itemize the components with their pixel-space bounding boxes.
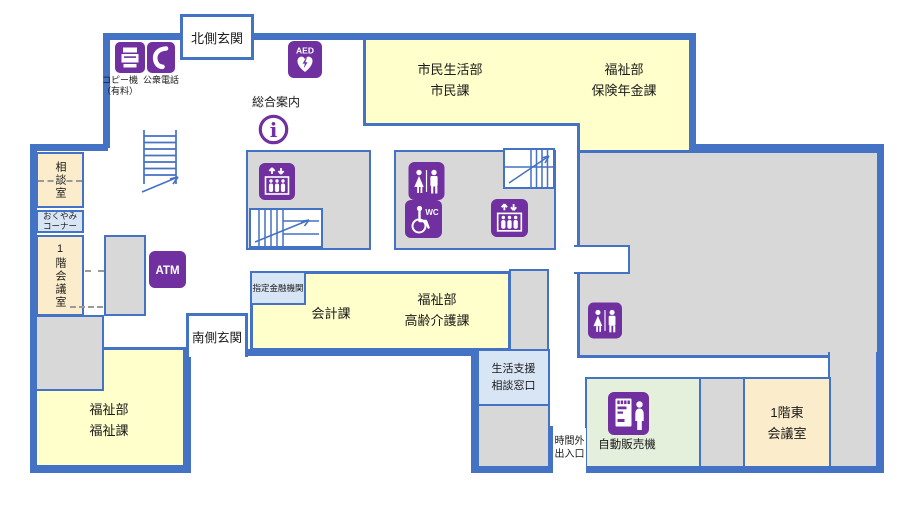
room-label-elderly-care: 福祉部 高齢介護課	[404, 292, 470, 328]
gray-cell-mid	[509, 269, 549, 351]
wall-segment	[103, 33, 110, 148]
wall-segment	[185, 349, 191, 473]
public-phone-caption: 公衆電話	[142, 75, 179, 85]
stairs-icon	[503, 148, 555, 189]
restroom-icon	[408, 162, 445, 200]
south-entrance-box: 南側玄関	[186, 313, 248, 357]
general-info-caption: 総合案内	[251, 95, 300, 109]
wall-segment	[185, 349, 477, 356]
wall-segment	[30, 144, 37, 473]
room-life-support: 生活支援 相談窓口	[477, 349, 550, 406]
room-label-meeting-1f: 1階会議室	[54, 242, 66, 309]
after-hours-exit-box: 時間外 出入口	[553, 428, 586, 468]
label-designated-bank: 指定金融機関	[252, 283, 304, 293]
gray-cell-under-life-support	[477, 404, 550, 468]
hall-notch	[574, 245, 630, 274]
svg-text:ATM: ATM	[155, 265, 179, 277]
gray-cell-bottom	[699, 377, 745, 468]
north-entrance-box: 北側玄関	[180, 14, 254, 60]
wall-segment	[363, 123, 580, 126]
copier-caption: コピー機 （有料）	[101, 75, 138, 96]
wall-segment	[471, 466, 551, 473]
wall-segment	[689, 33, 696, 151]
accessible-wc-icon: WC	[405, 200, 442, 238]
room-east-meeting-1f: 1階東 会議室	[743, 377, 831, 468]
gray-block-small	[104, 235, 146, 316]
public-phone-icon	[147, 42, 175, 73]
wall-segment	[548, 426, 553, 473]
wall-segment	[471, 349, 478, 473]
svg-text:WC: WC	[425, 208, 439, 217]
wall-segment	[30, 466, 191, 473]
room-label-pension: 福祉部 保険年金課	[591, 62, 657, 98]
dashed-door-line	[85, 270, 104, 272]
stairs-icon	[140, 129, 180, 197]
dashed-door-line	[70, 306, 103, 308]
atm-icon: ATM	[149, 251, 186, 288]
gray-column-right	[828, 352, 878, 468]
room-label-welfare: 福祉部 福祉課	[89, 402, 129, 438]
vending-machine-icon	[608, 392, 649, 435]
wall-segment	[30, 144, 108, 151]
room-citizens-pension-extension	[577, 123, 695, 153]
wall-segment	[690, 144, 883, 151]
svg-text:i: i	[270, 118, 278, 142]
box-designated-bank: 指定金融機関	[250, 271, 306, 305]
wall-segment	[877, 144, 884, 473]
elevator-icon	[491, 199, 528, 237]
vending-caption: 自動販売機	[598, 439, 656, 451]
elevator-icon	[259, 163, 295, 200]
restroom-icon	[588, 302, 622, 339]
room-label-citizens: 市民生活部 市民課	[417, 62, 483, 98]
room-meeting-1f: 1階会議室	[36, 235, 84, 316]
aed-icon: AED	[288, 41, 322, 78]
room-label-accounting: 会計課	[311, 306, 351, 321]
wall-segment	[105, 33, 695, 40]
label-south-entrance: 南側玄関	[191, 331, 242, 345]
general-info-icon: i	[257, 112, 290, 147]
svg-text:AED: AED	[296, 46, 314, 56]
copier-icon	[115, 42, 145, 73]
label-north-entrance: 北側玄関	[190, 30, 243, 46]
stairs-icon	[249, 208, 323, 248]
gray-block-welfare	[33, 315, 104, 391]
room-okuyami-corner: おくやみ コーナー	[36, 210, 84, 233]
wall-segment	[586, 466, 883, 473]
dashed-door-line	[38, 180, 82, 182]
